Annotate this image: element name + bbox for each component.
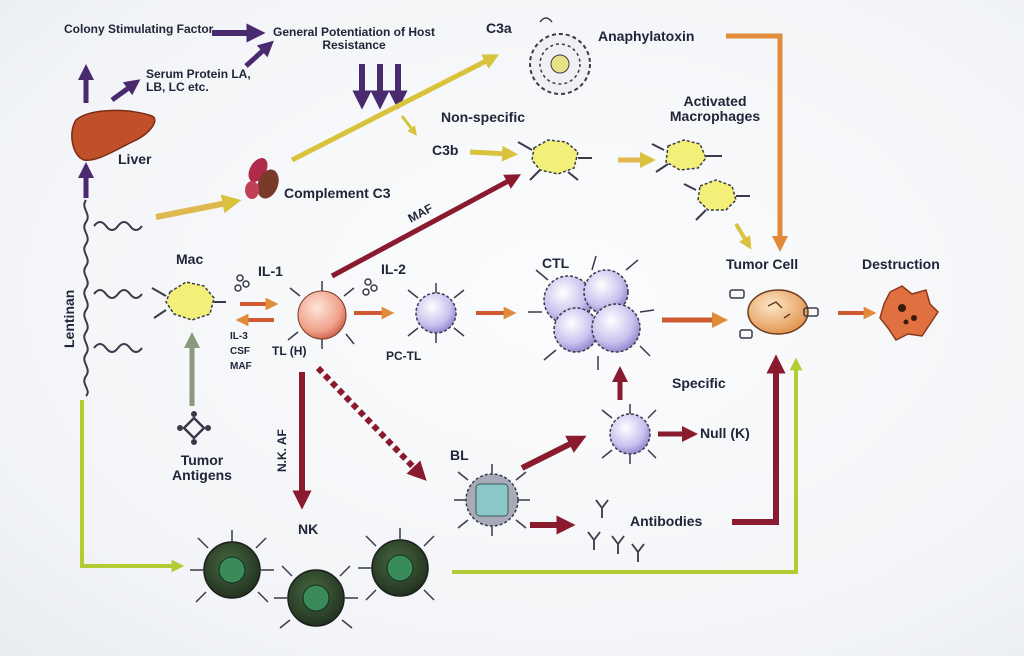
label-serum-protein: Serum Protein LA, LB, LC etc. bbox=[146, 67, 251, 94]
antibody-molecules bbox=[587, 499, 645, 562]
activated-macrophage-1 bbox=[651, 139, 722, 173]
label-bl: BL bbox=[450, 447, 469, 463]
arrow-activated-to-tumor-cell bbox=[734, 222, 752, 250]
activated-macrophage-2 bbox=[683, 179, 750, 221]
label-c3b: C3b bbox=[432, 142, 459, 158]
il1-molecules bbox=[234, 274, 250, 292]
arrow-nk-to-tumor-cell bbox=[452, 357, 803, 574]
arrow-complement-to-c3a bbox=[290, 54, 500, 163]
label-nk: NK bbox=[298, 521, 319, 537]
label-non-specific: Non-specific bbox=[441, 109, 526, 125]
liver-image bbox=[71, 109, 156, 161]
label-pc-tl: PC-TL bbox=[386, 349, 422, 363]
il2-molecules bbox=[362, 278, 378, 296]
mac-cell bbox=[151, 281, 226, 321]
arrow-lentinan-to-complement bbox=[155, 194, 242, 220]
nk-cell-3 bbox=[358, 528, 435, 601]
destroyed-cell bbox=[879, 285, 939, 341]
tl-helper-cell bbox=[287, 281, 355, 349]
label-il1: IL-1 bbox=[258, 263, 283, 279]
complement-c3-molecule bbox=[245, 158, 279, 199]
label-tl-h: TL (H) bbox=[272, 344, 307, 358]
arrows bbox=[77, 23, 877, 574]
label-lentinan: Lentinan bbox=[61, 289, 77, 348]
anaphylatoxin-molecule bbox=[529, 17, 591, 95]
label-mac: Mac bbox=[176, 251, 204, 267]
label-csf: CSF bbox=[230, 346, 250, 357]
arrow-potentiation-to-nonspecific bbox=[400, 115, 417, 136]
label-tumor-cell: Tumor Cell bbox=[726, 256, 799, 272]
label-ctl: CTL bbox=[542, 255, 570, 271]
label-activated-macrophages: Activated Macrophages bbox=[669, 93, 761, 124]
tumor-cell bbox=[729, 289, 819, 339]
label-liver: Liver bbox=[118, 151, 152, 167]
label-null-k: Null (K) bbox=[700, 425, 750, 441]
arrow-serum-to-potentiation bbox=[244, 40, 274, 68]
label-anaphylatoxin: Anaphylatoxin bbox=[598, 28, 695, 44]
label-tumor-antigens: Tumor Antigens bbox=[172, 452, 232, 483]
arrow-liver-to-serum-protein bbox=[110, 79, 141, 103]
macrophage-nonspecific bbox=[517, 139, 592, 181]
label-complement-c3: Complement C3 bbox=[284, 185, 391, 201]
pc-tl-cell bbox=[407, 283, 465, 343]
nk-cell-1 bbox=[190, 530, 274, 603]
label-c3a: C3a bbox=[486, 20, 512, 36]
label-nk-af: N.K. AF bbox=[275, 429, 289, 472]
label-colony-stimulating-factor: Colony Stimulating Factor bbox=[64, 22, 214, 36]
lentinan-chain bbox=[83, 199, 143, 397]
tumor-antigen-molecule bbox=[177, 411, 211, 445]
label-il3: IL-3 bbox=[230, 331, 248, 342]
arrow-anaphylatoxin-to-tumor-cell bbox=[726, 33, 789, 253]
label-general-potentiation: General Potentiation of Host Resistance bbox=[272, 25, 435, 52]
b-lymphocyte-cell bbox=[454, 464, 530, 536]
arrow-tl-to-activated-maf bbox=[330, 174, 522, 279]
arrow-tl-to-bl bbox=[315, 365, 427, 481]
arrow-c3b-to-macrophage bbox=[469, 145, 518, 162]
null-k-cell bbox=[601, 404, 657, 464]
label-antibodies: Antibodies bbox=[630, 513, 703, 529]
arrow-lentinan-to-nk bbox=[80, 400, 185, 573]
nk-cell-2 bbox=[274, 565, 358, 629]
ctl-cluster bbox=[528, 255, 655, 370]
label-maf-small: MAF bbox=[230, 361, 252, 372]
arrow-antibodies-to-tumor-cell bbox=[732, 354, 786, 525]
label-il2: IL-2 bbox=[381, 261, 406, 277]
label-destruction: Destruction bbox=[862, 256, 940, 272]
label-specific: Specific bbox=[672, 375, 726, 391]
arrow-bl-to-null-cell bbox=[520, 435, 587, 471]
